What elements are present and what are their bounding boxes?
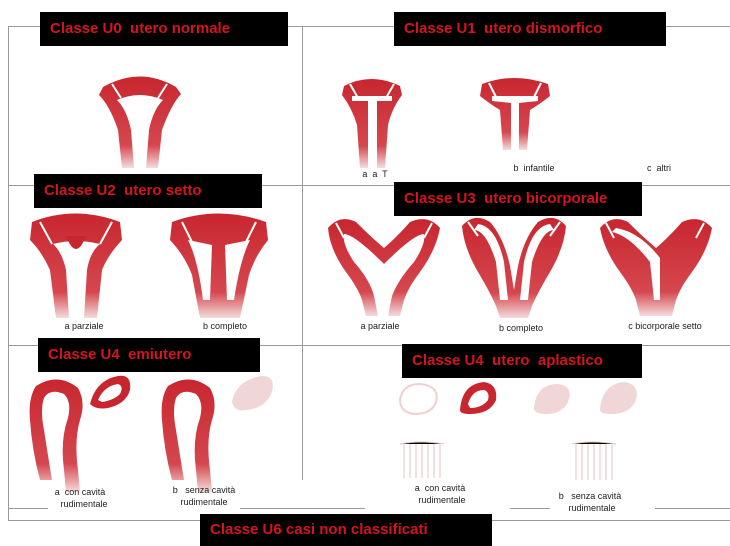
u0-normal-uterus xyxy=(99,77,181,169)
u1-t-shaped-uterus xyxy=(342,79,402,168)
caption-u4a-b-line1: b senza cavità xyxy=(154,484,254,496)
caption-u3-b: b completo xyxy=(486,322,556,334)
caption-u1-b: b infantile xyxy=(494,162,574,174)
header-class-u4-aplastico: Classe U4 utero aplastico xyxy=(402,344,642,378)
u3-complete-bicorporal-uterus xyxy=(462,218,566,318)
u4-aplastic-without-cavity xyxy=(534,382,637,480)
caption-u3-c: c bicorporale setto xyxy=(610,320,720,332)
u4-aplastic-with-cavity xyxy=(400,382,496,478)
u4-unicornuate-without-cavity xyxy=(162,376,273,492)
u3-bicorporal-septate-uterus xyxy=(600,219,712,316)
header-class-u3: Classe U3 utero bicorporale xyxy=(394,182,642,216)
caption-u4b-a-line1: a con cavità xyxy=(400,482,480,494)
caption-u2-a: a parziale xyxy=(54,320,114,332)
caption-u4b-a-line2: rudimentale xyxy=(402,494,482,506)
caption-u4b-b-line1: b senza cavità xyxy=(540,490,640,502)
header-class-u1: Classe U1 utero dismorfico xyxy=(394,12,666,46)
caption-u4b-b-line2: rudimentale xyxy=(552,502,632,514)
u2-partial-septum-uterus xyxy=(30,214,122,319)
u1-infantile-uterus xyxy=(480,78,550,150)
caption-u4a-b-line2: rudimentale xyxy=(164,496,244,508)
header-class-u4-emiutero: Classe U4 emiutero xyxy=(38,338,260,372)
caption-u1-a: a a T xyxy=(350,168,400,180)
header-class-u0: Classe U0 utero normale xyxy=(40,12,288,46)
caption-u4a-a-line1: a con cavità xyxy=(40,486,120,498)
caption-u4a-a-line2: rudimentale xyxy=(44,498,124,510)
caption-u2-b: b completo xyxy=(190,320,260,332)
u2-complete-septum-uterus xyxy=(170,214,268,319)
caption-u3-a: a parziale xyxy=(350,320,410,332)
u4-unicornuate-with-cavity xyxy=(30,376,131,492)
u3-partial-bicorporal-uterus xyxy=(328,219,440,316)
caption-u1-c: c altri xyxy=(634,162,684,174)
header-class-u2: Classe U2 utero setto xyxy=(34,174,262,208)
header-class-u6: Classe U6 casi non classificati xyxy=(200,514,492,546)
